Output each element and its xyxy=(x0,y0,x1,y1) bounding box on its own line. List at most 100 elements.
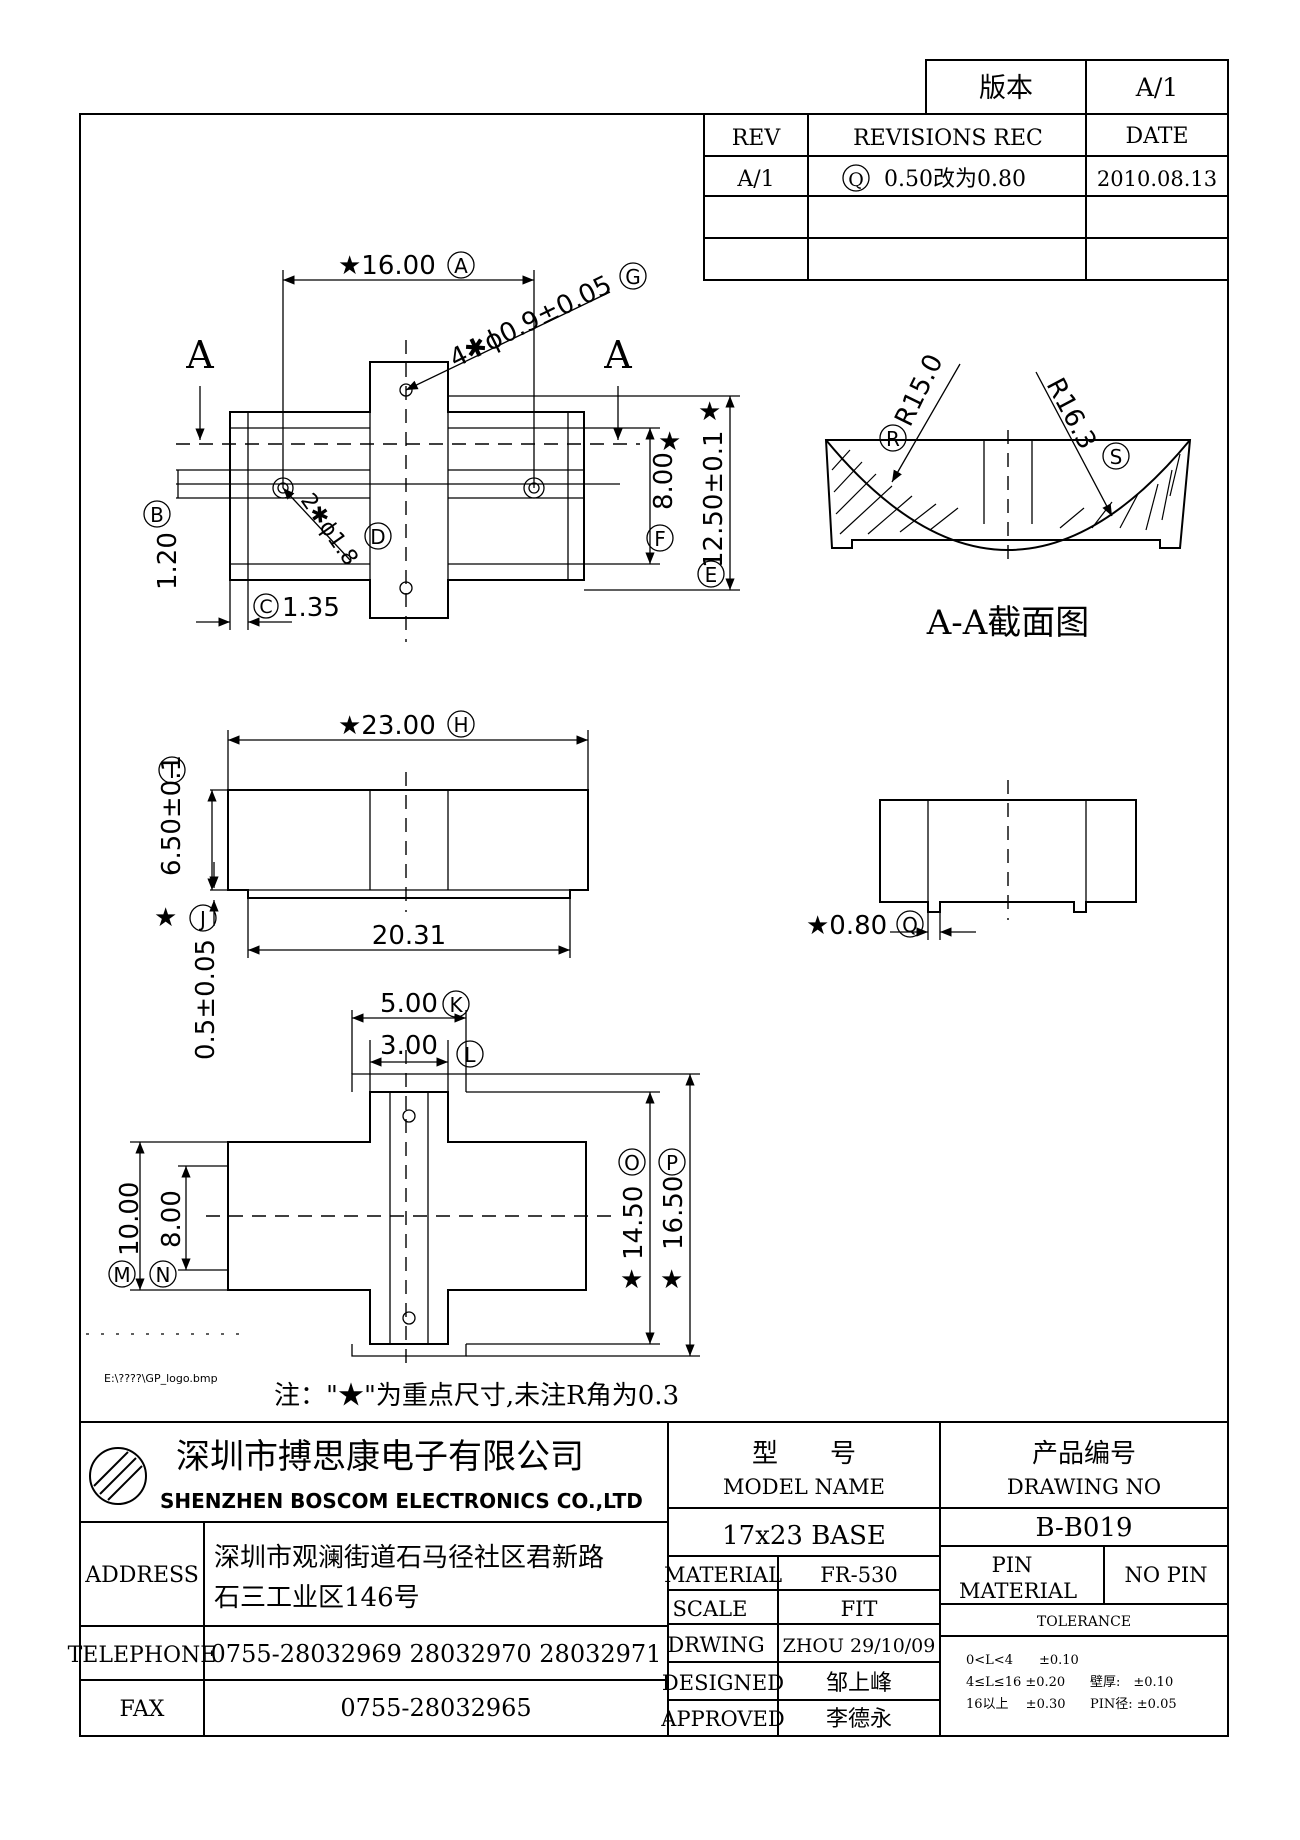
drwing-label: DRWING xyxy=(667,1633,764,1657)
label-m-icon xyxy=(108,1260,136,1288)
label-j: J xyxy=(198,907,206,931)
dim-10-text: 10.00 xyxy=(115,1182,145,1256)
front-outline xyxy=(227,789,589,899)
designed-value: 邹上峰 xyxy=(826,1671,892,1696)
label-f-icon xyxy=(646,524,674,552)
label-o-icon xyxy=(618,1148,646,1176)
label-m: M xyxy=(113,1263,130,1287)
tolerance-label: TOLERANCE xyxy=(1037,1614,1131,1630)
label-e-icon xyxy=(697,560,725,588)
material-value: FR-530 xyxy=(820,1563,898,1587)
dim-3-text: 3.00 xyxy=(380,1031,438,1061)
r16-text: R16.3 xyxy=(1040,373,1102,454)
scale-value: FIT xyxy=(841,1597,878,1621)
dim-hole-text: 4✱ϕ0.9±0.05 xyxy=(445,270,617,374)
side-view: ★0.80 Q xyxy=(806,780,1137,941)
telephone-value: 0755-28032969 28032970 28032971 xyxy=(211,1640,662,1668)
version-box: 版本 A/1 xyxy=(925,59,1229,115)
rev-marker-letter: Q xyxy=(848,169,864,191)
dim-5-text: 5.00 xyxy=(380,989,438,1019)
sheet-border xyxy=(79,113,1229,1737)
version-label: 版本 xyxy=(979,73,1033,104)
pin-hole xyxy=(402,1109,416,1123)
title-block: 深圳市搏思康电子有限公司 SHENZHEN BOSCOM ELECTRONICS… xyxy=(68,1421,1228,1736)
tolerance-row-1: 0<L<4 ±0.10 xyxy=(966,1653,1079,1668)
material-label: MATERIAL xyxy=(664,1563,782,1587)
label-r-icon xyxy=(879,424,907,452)
label-s-icon xyxy=(1102,442,1130,470)
dim-0-5-text: 0.5±0.05 xyxy=(191,939,221,1060)
label-c: C xyxy=(259,596,272,618)
address-line2: 石三工业区146号 xyxy=(214,1583,420,1613)
approved-value: 李德永 xyxy=(826,1707,892,1732)
dim-8b-text: 8.00 xyxy=(157,1190,187,1248)
label-s: S xyxy=(1110,445,1123,469)
dim-23-text: ★23.00 xyxy=(338,711,436,741)
bottom-outline xyxy=(227,1091,587,1345)
section-mark-left: A xyxy=(185,333,214,377)
label-i: I xyxy=(169,759,175,783)
label-r: R xyxy=(886,427,900,451)
scale-label: SCALE xyxy=(673,1597,748,1621)
drawing-label-cn: 产品编号 xyxy=(1032,1439,1136,1469)
company-logo-icon xyxy=(89,1447,147,1505)
revisions-rec-header: REVISIONS REC xyxy=(853,126,1043,151)
dim-1-35-text: 1.35 xyxy=(282,593,340,623)
drwing-value: ZHOU 29/10/09 xyxy=(783,1635,936,1657)
approved-label: APPROVED xyxy=(660,1707,784,1731)
version-value: A/1 xyxy=(1135,73,1178,102)
q-marker-icon xyxy=(842,164,870,192)
logo-path-text: E:\????\GP_logo.bmp xyxy=(104,1372,218,1385)
drawing-value: B-B019 xyxy=(1035,1513,1132,1543)
dim-16-5-text: 16.50 xyxy=(659,1176,689,1250)
top-view: ★16.00 A 4✱ϕ0.9±0.05 G A A 8.00 ★ F 12.5… xyxy=(143,251,740,642)
dim-6-5-text: 6.50±0.1 xyxy=(157,755,187,876)
pin-material-label-1: PIN xyxy=(992,1553,1033,1577)
rev-cell: A/1 xyxy=(736,167,774,192)
label-i-icon xyxy=(158,756,186,784)
model-label-en: MODEL NAME xyxy=(723,1475,885,1499)
label-e: E xyxy=(705,563,718,587)
front-view: ★23.00 H 6.50±0.1 I ★ J 0.5±0.05 20.31 xyxy=(154,710,589,1060)
label-l-icon xyxy=(456,1040,484,1068)
label-g-icon xyxy=(619,262,647,290)
company-name-cn: 深圳市搏思康电子有限公司 xyxy=(176,1437,584,1477)
dim-14-5-text: 14.50 xyxy=(619,1186,649,1260)
dim-1-2-text: 1.20 xyxy=(153,532,183,590)
rev-header: REV xyxy=(732,126,782,151)
dim-20-31-text: 20.31 xyxy=(372,921,446,951)
label-q: Q xyxy=(902,913,918,937)
company-name-en: SHENZHEN BOSCOM ELECTRONICS CO.,LTD xyxy=(160,1489,643,1513)
telephone-label: TELEPHONE xyxy=(68,1643,217,1668)
tolerance-row-3b: PIN径: ±0.05 xyxy=(1090,1697,1177,1712)
label-n: N xyxy=(156,1263,171,1287)
label-l: L xyxy=(464,1043,476,1067)
dim-16-text: ★16.00 xyxy=(338,251,436,281)
address-line1: 深圳市观澜街道石马径社区君新路 xyxy=(214,1543,604,1573)
fax-label: FAX xyxy=(120,1697,165,1722)
label-b: B xyxy=(150,503,164,527)
section-caption: A-A截面图 xyxy=(926,603,1090,643)
dim-8-text: 8.00 xyxy=(649,452,679,510)
section-view: R15.0 R R16.3 S A-A截面图 xyxy=(824,350,1192,643)
label-n-icon xyxy=(149,1260,177,1288)
label-h-icon xyxy=(447,710,475,738)
revision-text-cell: 0.50改为0.80 xyxy=(884,167,1026,192)
label-h: H xyxy=(453,713,468,737)
designed-label: DESIGNED xyxy=(662,1671,784,1695)
label-o: O xyxy=(624,1151,640,1175)
star-14-5: ★ xyxy=(620,1265,643,1295)
model-value: 17x23 BASE xyxy=(722,1521,886,1551)
tolerance-row-3a: 16以上 ±0.30 xyxy=(966,1697,1066,1712)
label-d: D xyxy=(370,525,385,549)
dim-0-8-text: ★0.80 xyxy=(806,911,887,941)
label-b-icon xyxy=(143,500,171,528)
revision-table: REV REVISIONS REC DATE A/1 Q 0.50改为0.80 … xyxy=(703,113,1229,281)
star-16-5: ★ xyxy=(660,1265,683,1295)
tolerance-row-2a: 4≤L≤16 ±0.20 xyxy=(966,1675,1065,1690)
label-p-icon xyxy=(658,1148,686,1176)
section-mark-right: A xyxy=(603,333,632,377)
label-k-icon xyxy=(442,990,470,1018)
fax-value: 0755-28032965 xyxy=(340,1694,531,1722)
